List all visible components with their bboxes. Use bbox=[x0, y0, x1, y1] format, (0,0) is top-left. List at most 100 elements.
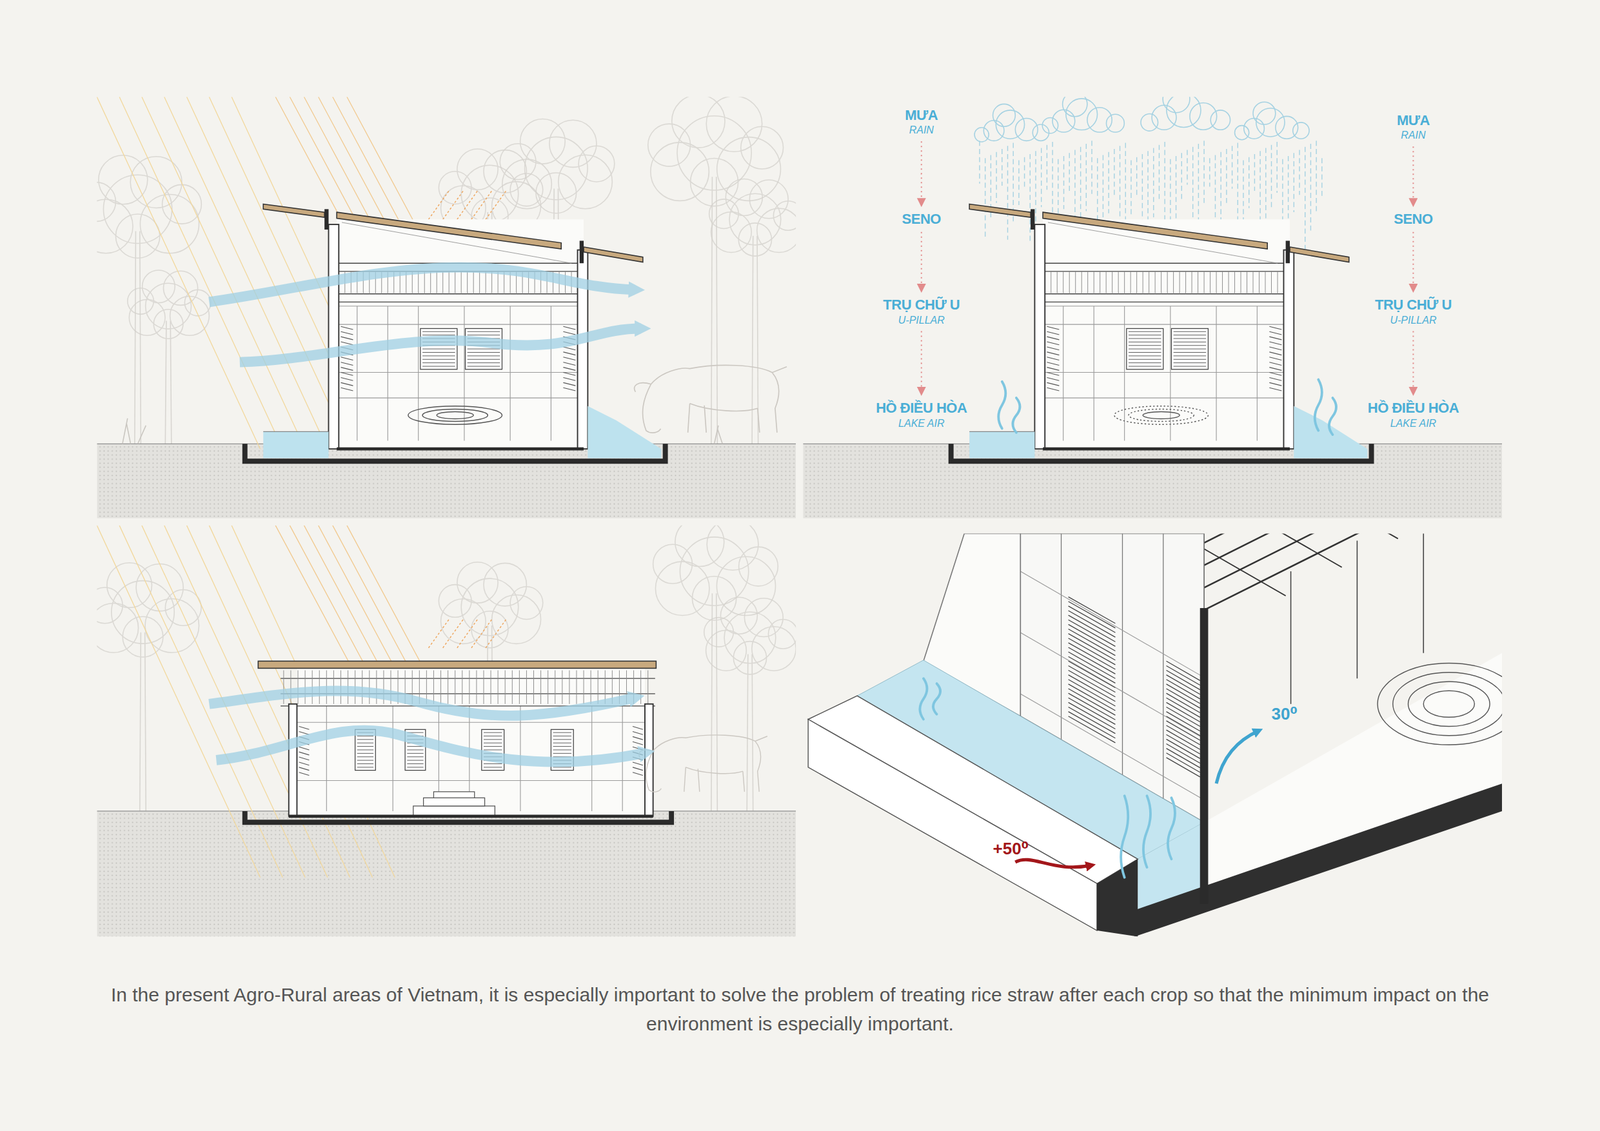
side-louver bbox=[1269, 341, 1282, 346]
louver-slat bbox=[422, 352, 456, 353]
tree-crown bbox=[768, 619, 796, 649]
tree-crown bbox=[162, 184, 202, 224]
tree-crown bbox=[578, 145, 615, 182]
side-louver bbox=[632, 741, 643, 745]
wind-arrow bbox=[208, 690, 635, 716]
rain-drop bbox=[1198, 143, 1199, 222]
tree-crown bbox=[751, 626, 796, 671]
ceiling-slat bbox=[1099, 271, 1101, 295]
flow-arrow bbox=[920, 141, 923, 206]
tree-crown bbox=[492, 594, 542, 644]
wall-grid bbox=[1020, 571, 1205, 678]
step-name: MƯA bbox=[1396, 111, 1430, 130]
ceiling-slat bbox=[1050, 271, 1052, 295]
side-louver bbox=[562, 372, 576, 376]
caption: In the present Agro-Rural areas of Vietn… bbox=[96, 980, 1504, 1039]
side-louver bbox=[562, 367, 576, 371]
reflected-ray bbox=[485, 190, 507, 220]
side-louver bbox=[1269, 336, 1282, 340]
clerestory-slat bbox=[568, 670, 570, 705]
trellis-beam bbox=[1260, 533, 1343, 568]
clerestory-slat bbox=[561, 670, 563, 705]
flow-arrow bbox=[1412, 232, 1414, 291]
side-louver bbox=[340, 326, 353, 330]
ceiling-beam bbox=[328, 293, 588, 295]
sun-ray bbox=[141, 96, 306, 449]
ceiling-slat bbox=[479, 271, 480, 295]
ceiling-slat bbox=[461, 271, 462, 295]
rain-drop bbox=[1181, 152, 1183, 202]
step-name: SENO bbox=[902, 210, 941, 229]
sun-ray bbox=[119, 96, 283, 449]
roof-post bbox=[324, 208, 329, 230]
clerestory-slat bbox=[540, 670, 542, 705]
ceiling-slat bbox=[1265, 271, 1266, 295]
ceiling-slat bbox=[1222, 271, 1223, 295]
tree-trunk bbox=[716, 593, 718, 812]
tree-trunk bbox=[139, 231, 142, 445]
rain-drop bbox=[1321, 158, 1323, 197]
side-louver bbox=[1046, 382, 1059, 386]
louver-slat bbox=[357, 763, 374, 765]
ground bbox=[96, 443, 796, 519]
louver-slat bbox=[1173, 359, 1207, 360]
wall-grid bbox=[463, 306, 465, 442]
roof-overhang bbox=[969, 203, 1031, 218]
clerestory-beam bbox=[280, 678, 656, 680]
roof-post bbox=[1285, 240, 1290, 264]
ceiling-slat bbox=[1253, 271, 1254, 295]
tree-crown bbox=[438, 171, 472, 205]
rain-drop bbox=[984, 158, 986, 238]
ceiling-slat bbox=[1246, 271, 1248, 295]
tree-trunk bbox=[746, 654, 749, 812]
floor-edge bbox=[1134, 783, 1502, 937]
louver-slat bbox=[1173, 352, 1207, 353]
side-louver bbox=[562, 326, 576, 330]
steam bbox=[1314, 379, 1323, 431]
flow-step: TRỤ CHỮ UU-PILLAR bbox=[1371, 294, 1456, 329]
rain-drop bbox=[1113, 148, 1115, 197]
louver-slat bbox=[1173, 366, 1207, 367]
floor-slab bbox=[1042, 447, 1290, 451]
louver-slat bbox=[553, 749, 572, 751]
trellis-post bbox=[1356, 541, 1359, 680]
ceiling-slat bbox=[1087, 271, 1088, 295]
roof-overhang bbox=[1289, 246, 1350, 263]
tree-crown bbox=[130, 156, 182, 209]
clerestory-slat bbox=[475, 670, 477, 705]
louver-slat bbox=[1128, 352, 1162, 353]
louver-slat bbox=[1128, 366, 1162, 367]
tree-crown bbox=[558, 154, 613, 209]
floor-ring bbox=[1142, 411, 1180, 419]
louver-slat bbox=[422, 359, 456, 360]
cloud bbox=[1052, 109, 1076, 133]
cloud bbox=[1042, 117, 1058, 133]
louver-frame bbox=[1171, 328, 1208, 369]
flow-arrow bbox=[1412, 146, 1414, 206]
clerestory-slat bbox=[533, 670, 534, 705]
tree-crown bbox=[648, 123, 691, 167]
ceiling-slat bbox=[1197, 271, 1199, 295]
clerestory-slat bbox=[375, 670, 377, 705]
rain-drop bbox=[1287, 156, 1289, 230]
rain-drop bbox=[1086, 143, 1087, 211]
cloud bbox=[1293, 122, 1310, 139]
ceiling-slat bbox=[417, 271, 419, 295]
step-translation: RAIN bbox=[1396, 128, 1430, 143]
louver-frame bbox=[420, 328, 458, 369]
louver-slat bbox=[406, 763, 424, 765]
steam bbox=[919, 678, 927, 720]
side-louver bbox=[1046, 377, 1059, 381]
flow-step: TRỤ CHỮ UU-PILLAR bbox=[879, 294, 964, 329]
tree-crown bbox=[704, 617, 734, 648]
trellis-post bbox=[1422, 533, 1424, 654]
rain-drop bbox=[1153, 147, 1154, 218]
wall-grid bbox=[510, 306, 511, 442]
side-louver bbox=[299, 746, 310, 751]
side-louver bbox=[1046, 331, 1059, 335]
steam bbox=[933, 683, 941, 714]
side-louver bbox=[632, 772, 643, 776]
flow-step: HỒ ĐIỀU HÒALAKE AIR bbox=[1363, 397, 1463, 432]
water-channel bbox=[263, 431, 329, 458]
